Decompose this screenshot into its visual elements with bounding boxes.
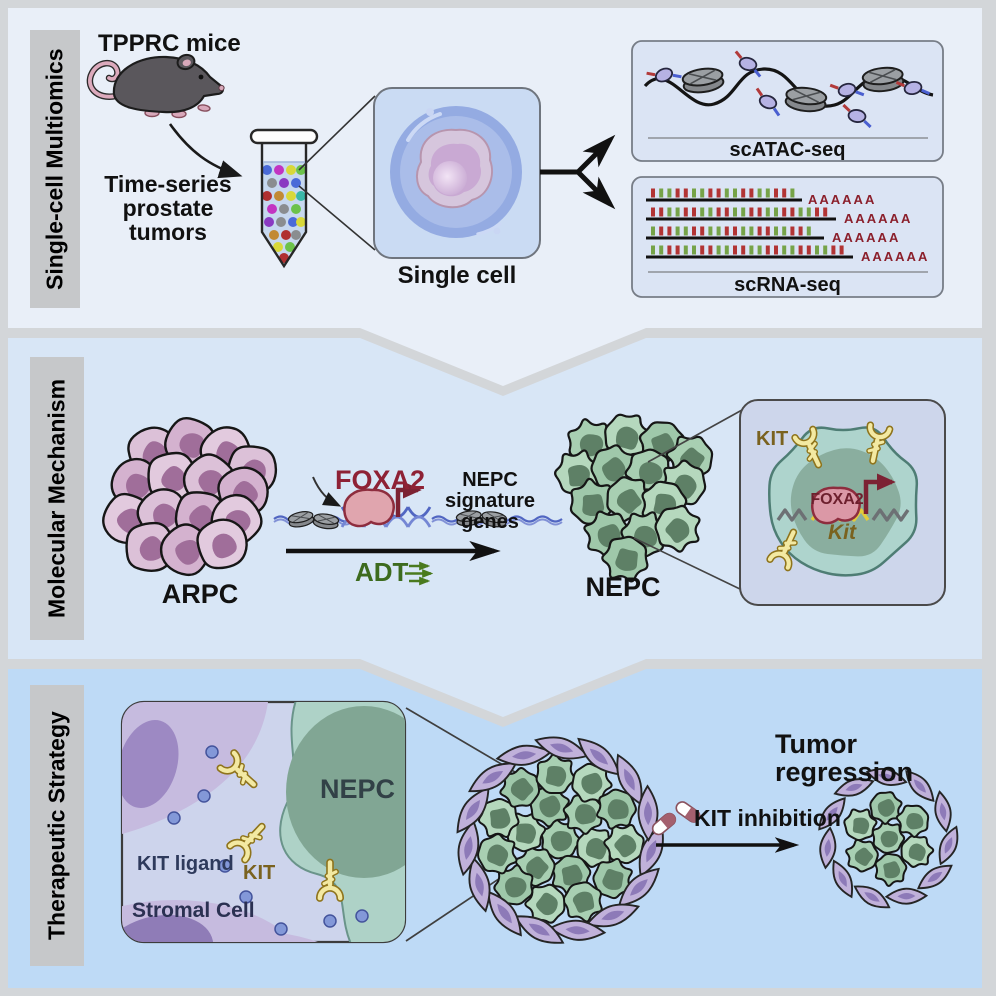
single-cell-label: Single cell — [397, 262, 517, 289]
kit-gene-label: Kit — [828, 521, 856, 544]
foxa2-dna-diagram — [273, 476, 563, 531]
tube-icon — [249, 128, 319, 269]
zoom-line-bottom — [298, 185, 376, 251]
kit-inhibition-label: KIT inhibition — [694, 805, 841, 831]
transcription-arrow — [395, 481, 422, 517]
arpc-cell-cluster — [102, 416, 278, 577]
tumor-icon — [456, 736, 664, 944]
nepc-label: NEPC — [585, 572, 661, 602]
tumor-regression-label: Tumor regression — [775, 729, 914, 788]
kit-receptor-label: KIT — [756, 428, 789, 450]
nepc-cell-inset — [739, 399, 946, 606]
panel-mechanism-bg — [8, 338, 982, 717]
tpprc-title: TPPRC mice — [98, 30, 241, 57]
nepc-inset-label: NEPC — [320, 774, 396, 804]
stromal-cell-label: Stromal Cell — [132, 899, 255, 922]
adt-arrows-icon — [405, 561, 434, 586]
kit-label: KIT — [243, 862, 276, 884]
foxa2-binding-arrow — [312, 476, 342, 507]
mouse-icon — [86, 53, 225, 119]
panel-label-therapy: Therapeutic Strategy — [30, 685, 84, 966]
single-cell-box — [373, 87, 541, 259]
transcription-arrow-inset — [863, 473, 896, 514]
scrna-box — [631, 176, 944, 298]
arpc-label: ARPC — [161, 579, 239, 609]
foxa2-protein — [343, 488, 395, 528]
stromal-inset — [120, 700, 407, 944]
panel-label-mechanism: Molecular Mechanism — [30, 357, 84, 640]
scatac-label: scATAC-seq — [729, 139, 846, 161]
inset-line-top — [647, 409, 743, 463]
foxa2-protein-inset — [811, 486, 861, 525]
polya-tail: AAAAAA — [861, 249, 930, 264]
inset-line-bottom — [633, 537, 743, 591]
chromatin-icon — [643, 49, 934, 129]
polya-tail: AAAAAA — [832, 230, 901, 245]
scatac-box — [631, 40, 944, 162]
mouse-to-tube-arrow — [168, 123, 243, 179]
foxa2-inset-label: FOXA2 — [810, 491, 864, 508]
scrna-label: scRNA-seq — [734, 274, 841, 296]
panel-label-multiomics: Single-cell Multiomics — [30, 30, 80, 308]
foxa2-label: FOXA2 — [335, 465, 426, 495]
adt-label: ADT — [355, 557, 409, 587]
rna-reads-icon — [646, 188, 853, 259]
regressed-tumor-icon — [818, 768, 959, 909]
polya-tail: AAAAAA — [844, 211, 913, 226]
fork-arrow — [540, 134, 616, 210]
polya-tail: AAAAAA — [808, 192, 877, 207]
kit-ligand-dots — [167, 745, 369, 936]
nepc-signature-label: NEPC signature genes — [444, 469, 536, 533]
zoom-line-top — [298, 95, 376, 171]
timeseries-label: Time-series prostate tumors — [104, 171, 232, 246]
nepc-cell-cluster — [554, 413, 714, 583]
kit-ligand-label: KIT ligand — [137, 853, 234, 875]
